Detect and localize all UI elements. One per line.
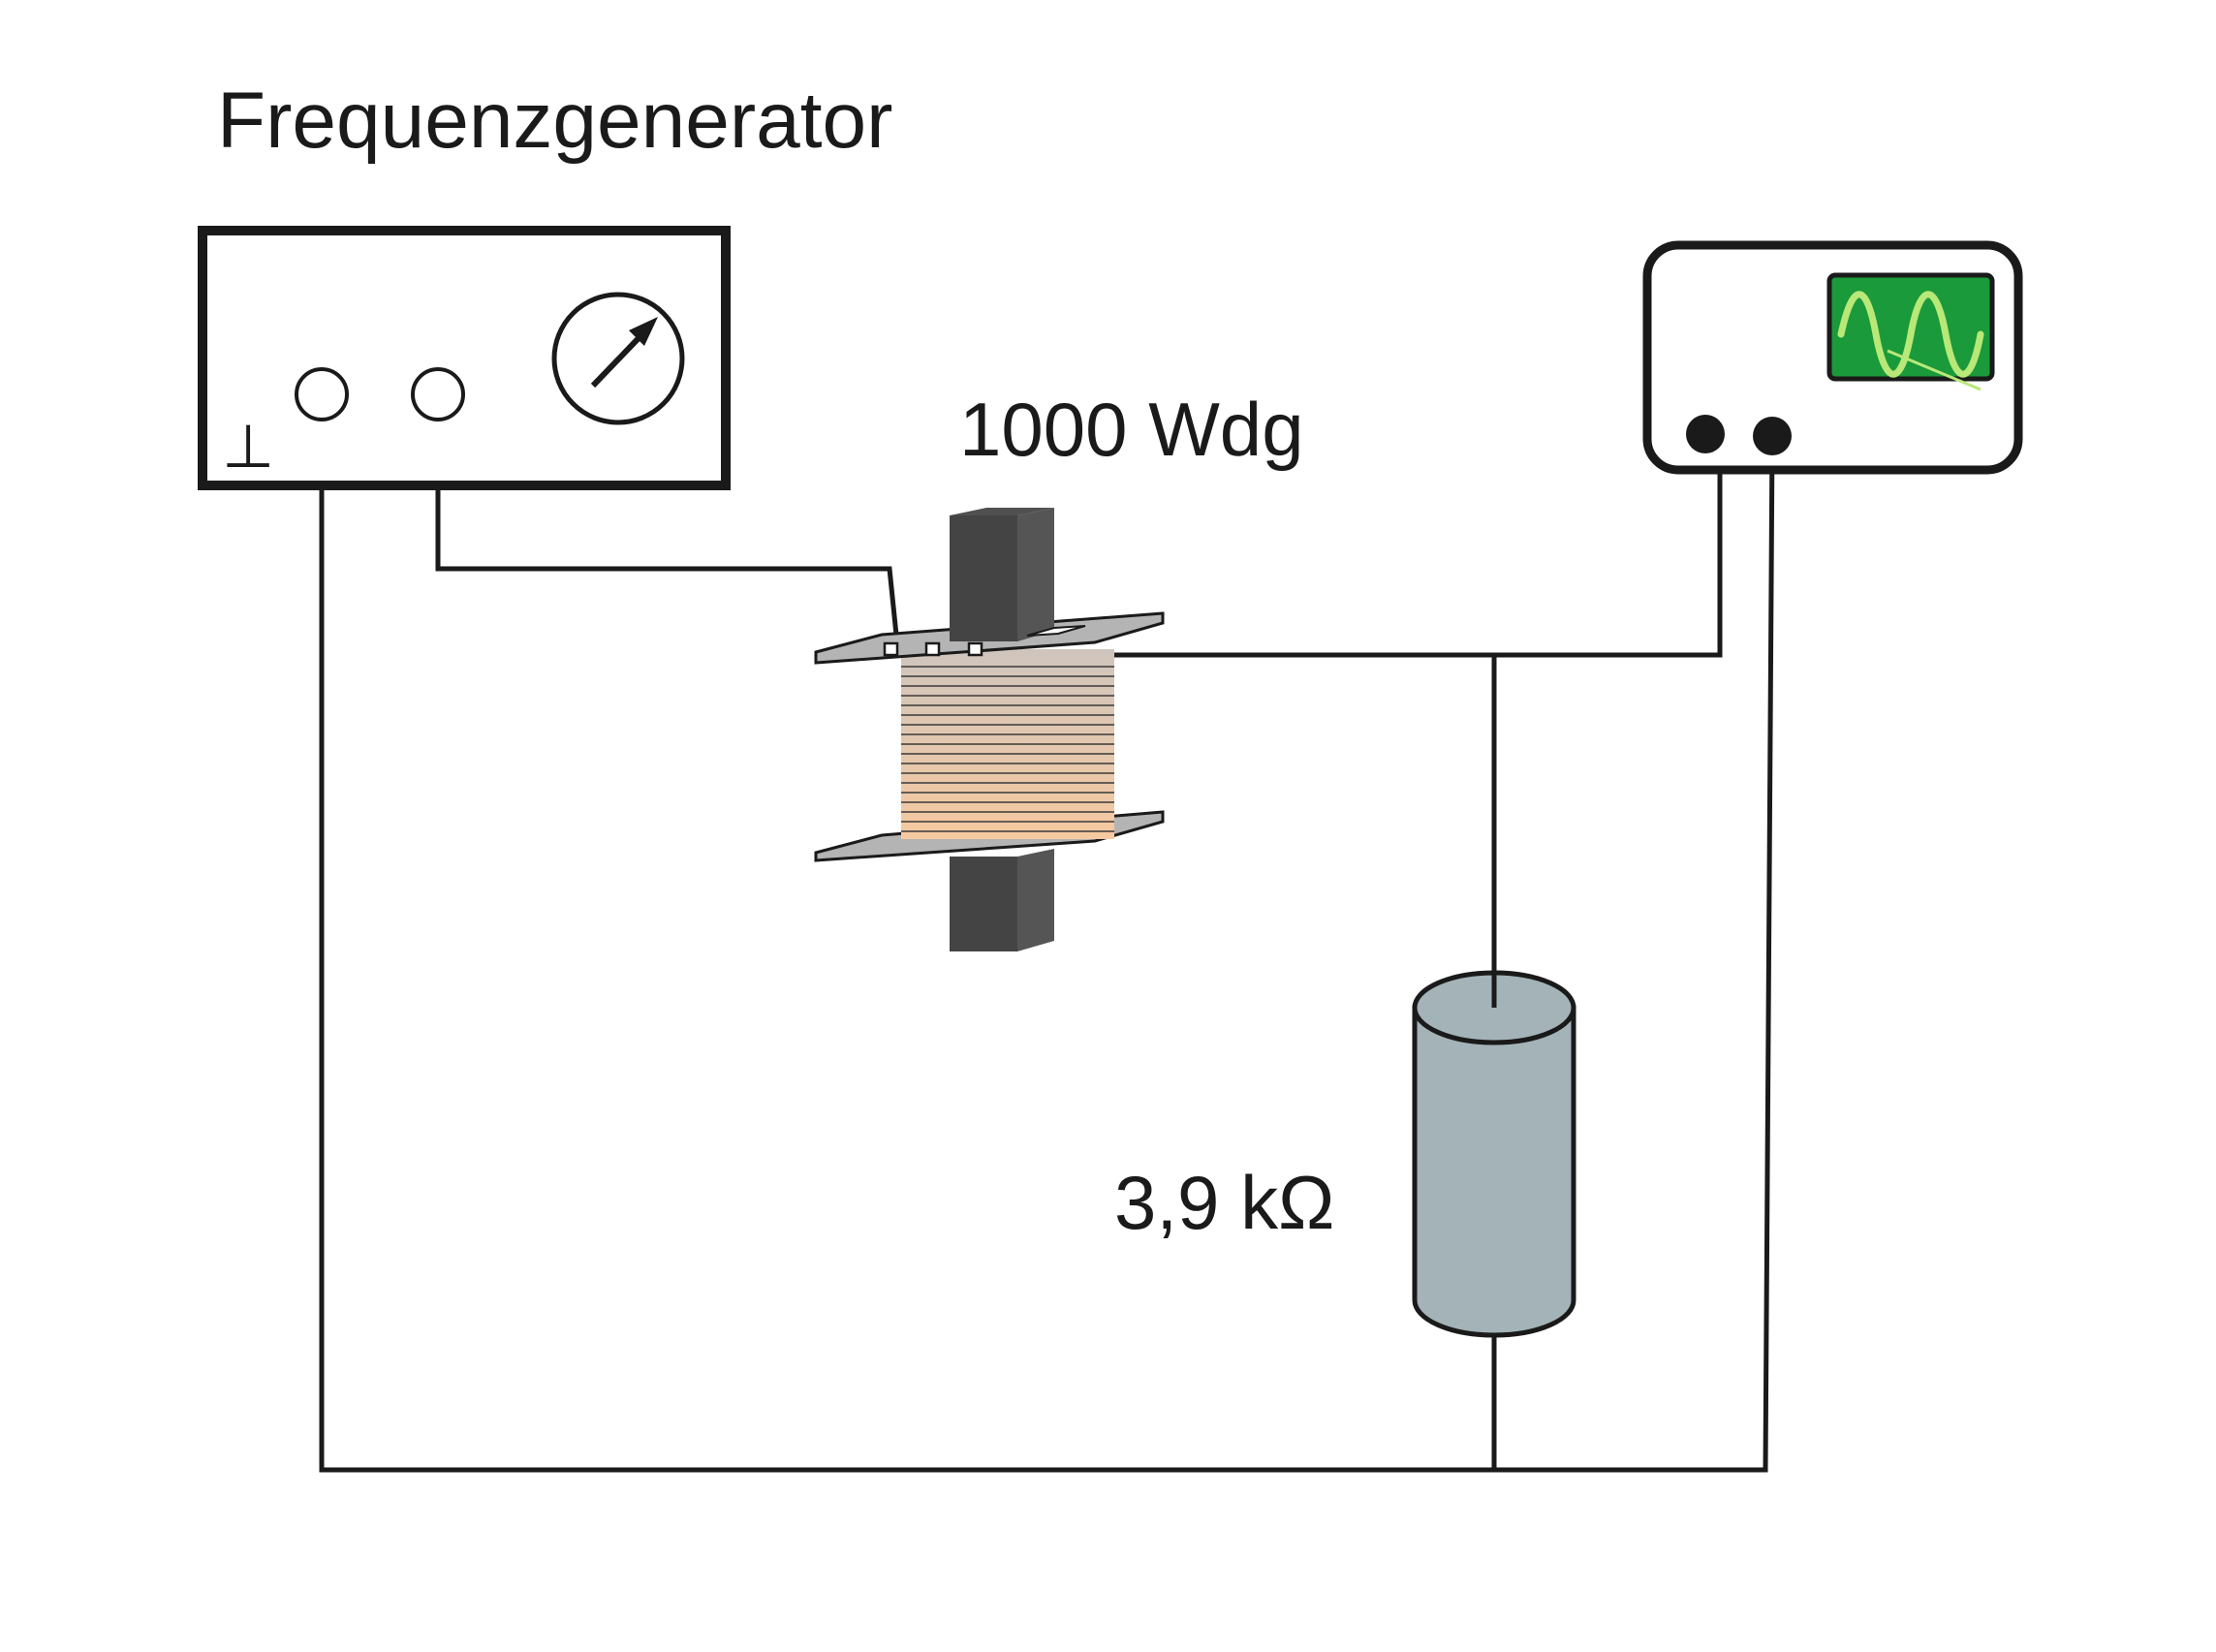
- coil-turns-label: 1000 Wdg: [959, 387, 1304, 472]
- core-lower: [950, 857, 1017, 951]
- coil: [814, 508, 1165, 951]
- resistor-value-label: 3,9 kΩ: [1114, 1160, 1334, 1245]
- coil-terminal-3: [967, 641, 983, 657]
- scope-input-jack-1[interactable]: [1686, 415, 1725, 453]
- resistor-body: [1412, 1005, 1576, 1338]
- core-upper: [950, 515, 1017, 641]
- ground-symbol: ⊥: [222, 414, 274, 481]
- oscilloscope: [1642, 240, 2023, 475]
- scope-input-jack-2[interactable]: [1753, 417, 1792, 455]
- generator-ground-jack[interactable]: [295, 367, 349, 421]
- resistor: [1412, 970, 1576, 1338]
- frequency-generator: ⊥: [198, 226, 731, 490]
- wire-coil-to-scope: [974, 434, 1723, 658]
- sine-wave-icon: [1826, 272, 1995, 391]
- dial-gauge-icon: [551, 292, 685, 425]
- wires: [319, 397, 1775, 1473]
- generator-title: Frequenzgenerator: [217, 77, 892, 165]
- coil-terminals: [883, 641, 983, 657]
- wire-ground-bus: [319, 397, 1775, 1473]
- generator-signal-jack[interactable]: [411, 367, 465, 421]
- coil-terminal-2: [924, 641, 941, 657]
- coil-terminal-1: [883, 641, 899, 657]
- coil-winding-lines: [901, 666, 1114, 832]
